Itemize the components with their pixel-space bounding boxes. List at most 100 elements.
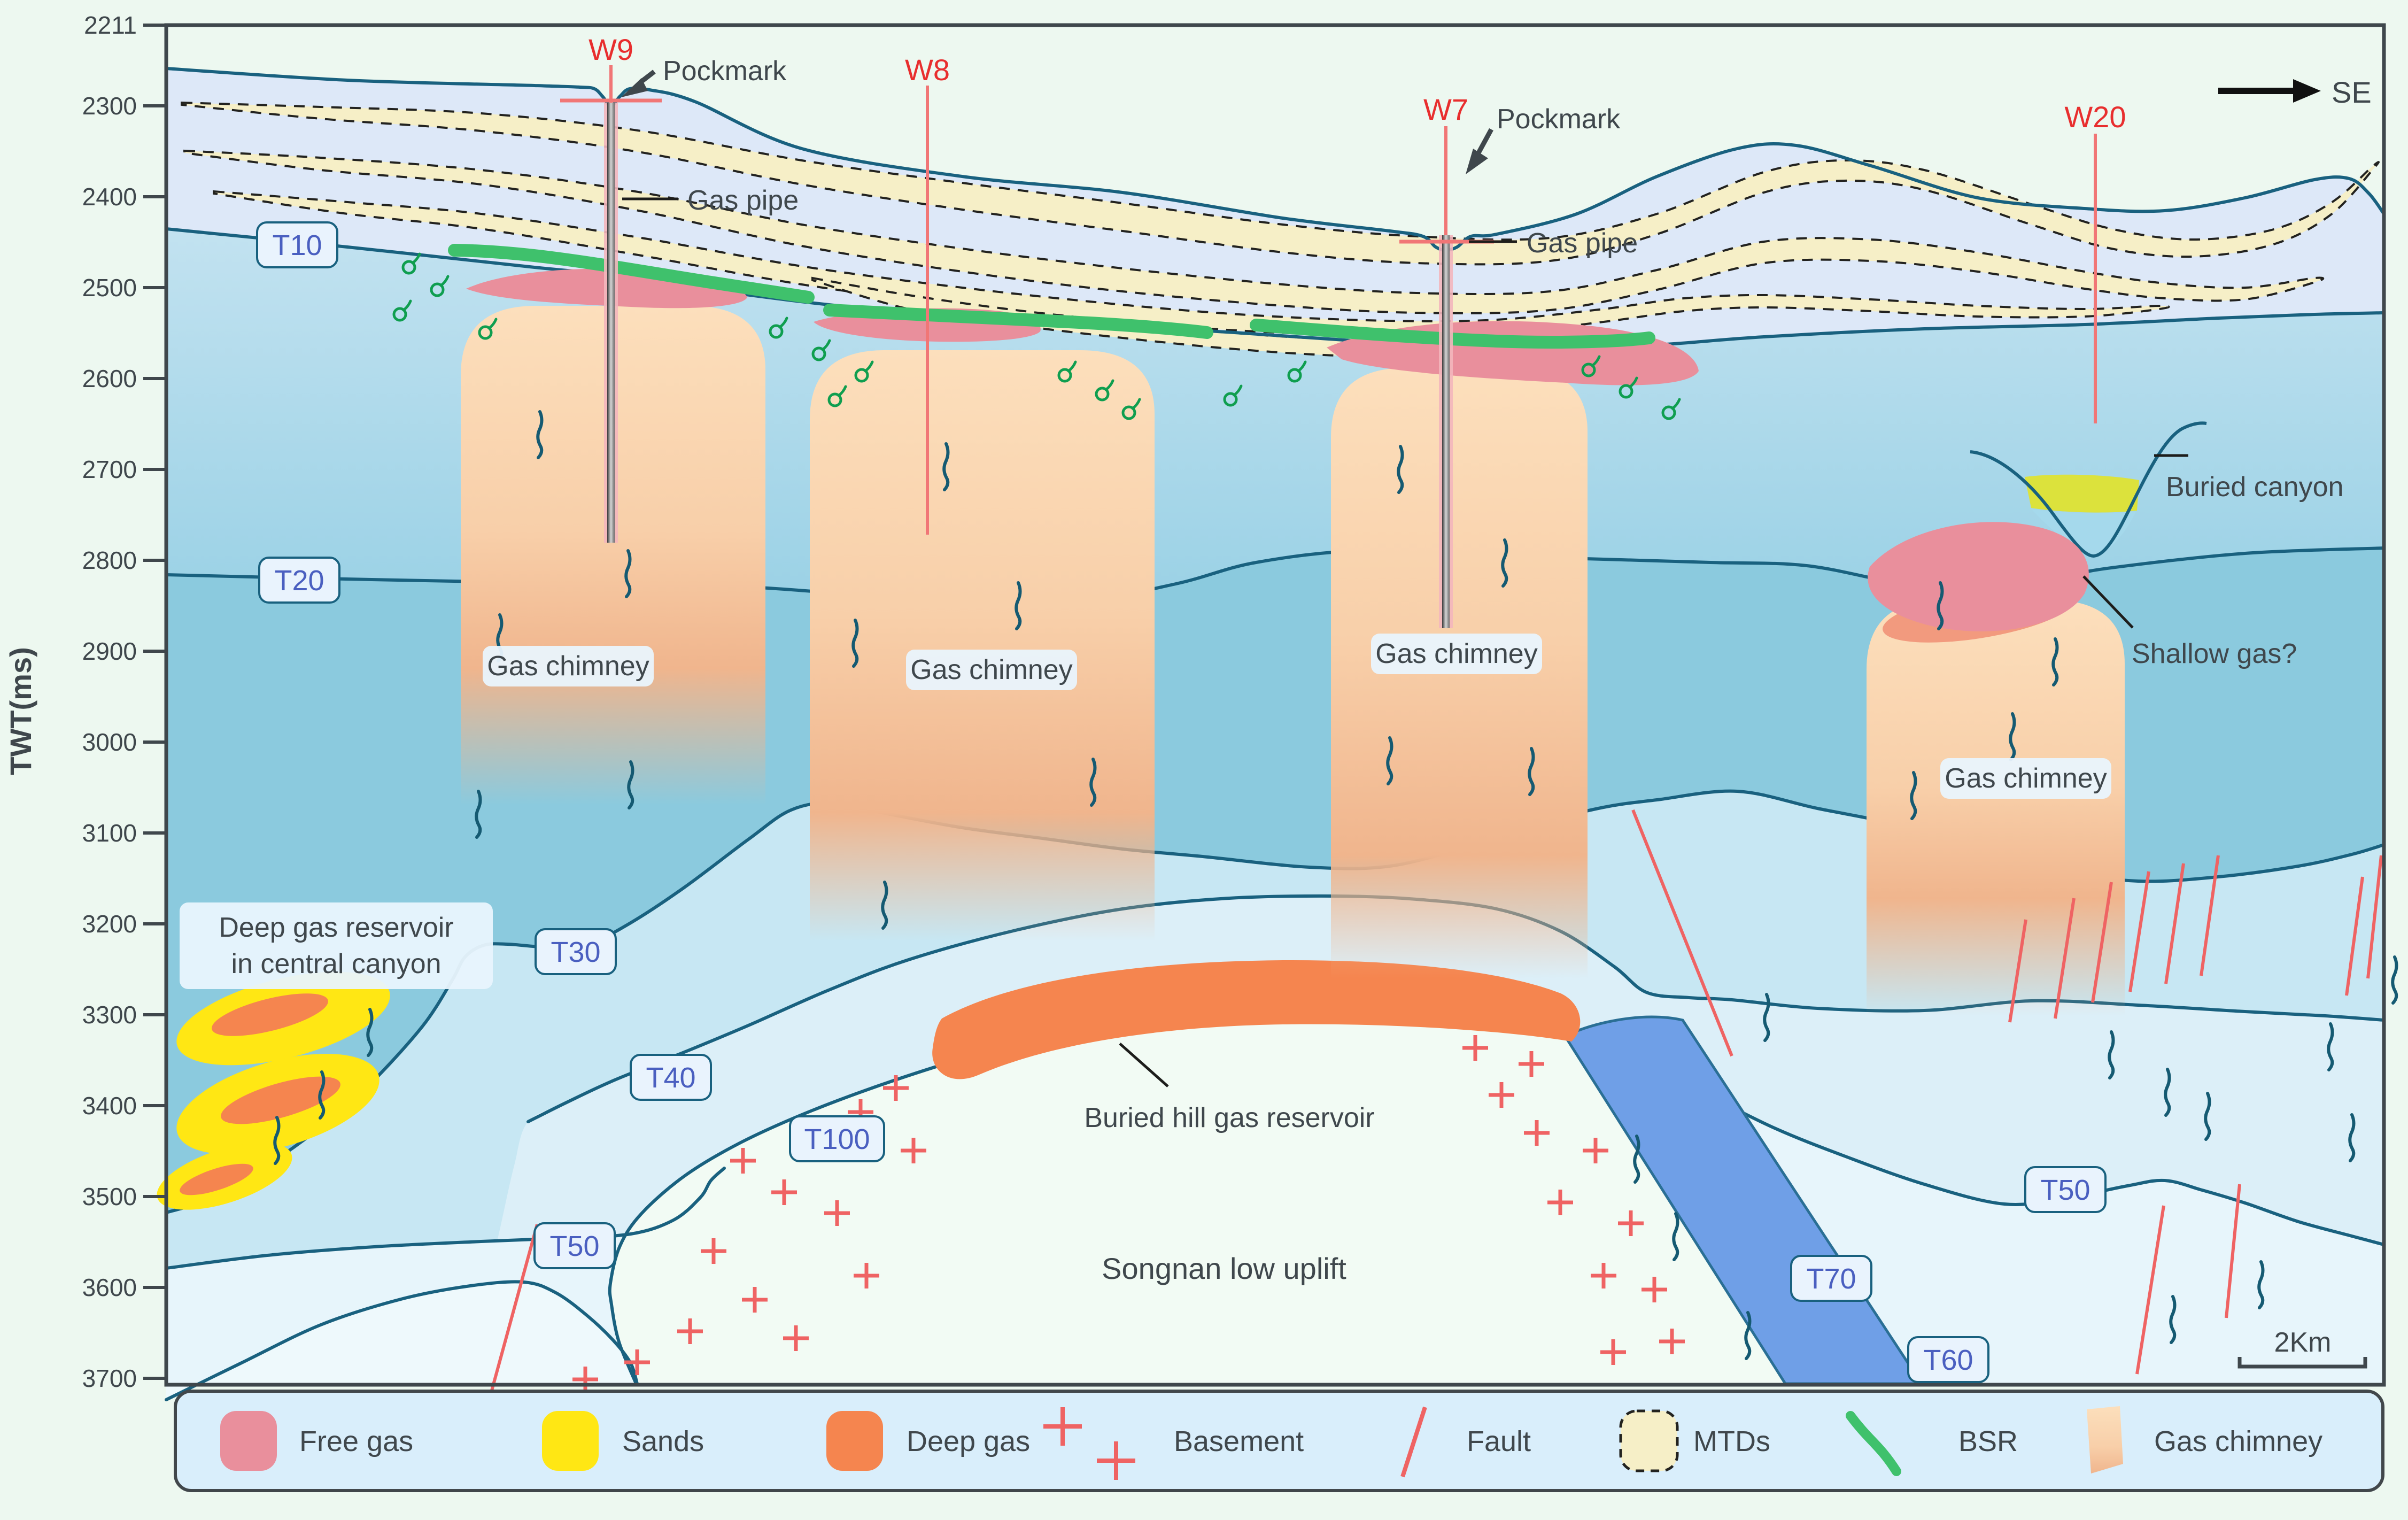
horizon-label-t60: T60: [1907, 1336, 1989, 1383]
y-tick-label: 3100: [82, 819, 137, 847]
mtd-band-1: [181, 101, 2380, 266]
fault-line: [1631, 809, 1733, 1057]
y-tick-label: 3600: [82, 1274, 137, 1301]
chaotic-reflector-squiggle: [2327, 1022, 2334, 1071]
fault-line: [2128, 871, 2150, 992]
direction-indicator: SE: [2218, 75, 2372, 109]
horizon-label-box: [1790, 1255, 1872, 1302]
horizon-label-box: [2024, 1166, 2107, 1213]
gas-bubble-symbol: [1095, 387, 1110, 402]
chaotic-reflector-squiggle: [536, 410, 544, 459]
direction-text: SE: [2332, 75, 2372, 109]
chaotic-reflector-squiggle: [2009, 712, 2016, 761]
label-line2: in central canyon: [231, 948, 441, 979]
gas-bubble-tail: [1297, 360, 1307, 373]
y-tick-label: 2300: [82, 92, 137, 120]
basement-plus-symbol: [824, 1200, 850, 1226]
scale-bar: 2Km: [2237, 1327, 2367, 1369]
chaotic-reflector-squiggle: [1910, 771, 1917, 820]
basement-plus-symbol: [1547, 1190, 1573, 1215]
mtd-band-3: [213, 190, 2170, 337]
chaotic-reflector-squiggle: [881, 881, 888, 930]
gas-bubble-symbol: [1287, 368, 1302, 383]
horizon-label-text: T20: [274, 565, 324, 597]
gas-bubble-tail: [821, 339, 831, 351]
shallow-gas-annotation: Shallow gas?: [2082, 575, 2297, 669]
well-pipe-w9-bore: [607, 103, 615, 543]
label-text: Gas chimney: [487, 651, 649, 682]
deep-left-horizon: [165, 1280, 639, 1401]
gas-bubble-symbol: [392, 307, 407, 322]
y-tick-label: 3400: [82, 1092, 137, 1120]
gas-bubble-tail: [1591, 355, 1601, 367]
basement-plus-symbol: [1642, 1277, 1667, 1302]
gas-bubble-tail: [1131, 398, 1141, 410]
gas-bubble-tail: [1067, 360, 1077, 373]
chaotic-reflector-squiggle: [2108, 1030, 2115, 1079]
mtd-band-2: [183, 149, 2325, 314]
gas-bubble-tail: [487, 318, 498, 330]
canyon-sand-fill: [2025, 474, 2139, 513]
shallow-gas-blob: [1868, 522, 2089, 631]
labels-layer: TWT(ms) 22112300240025002600270028002900…: [4, 11, 2384, 1492]
fault-line: [2054, 898, 2076, 1019]
y-tick-label: 2211: [84, 11, 137, 39]
gas-bubble-symbol: [430, 282, 445, 297]
horizon-label-text: T50: [549, 1230, 599, 1262]
deep-gas-lens-2: [221, 1076, 340, 1124]
chaotic-reflector-squiggle: [318, 1070, 326, 1120]
fault-line: [2345, 876, 2364, 996]
horizon-label-box: [630, 1054, 712, 1101]
gas-bubble-symbol: [1121, 405, 1136, 420]
free-gas-swatch: [220, 1411, 277, 1471]
chaotic-reflector-squiggle: [1744, 1311, 1752, 1360]
y-tick-label: 3000: [82, 728, 137, 756]
buried-hill-annotation: Buried hill gas reservoir: [1084, 1043, 1375, 1133]
horizon-label-text: T40: [646, 1062, 695, 1094]
horizon-label-t30: T30: [535, 928, 617, 975]
gas-pipe-text: Gas pipe: [1527, 228, 1638, 259]
gas-bubble-symbol: [827, 392, 842, 407]
songnan-uplift-body: [609, 1004, 1892, 1384]
chaotic-reflector-squiggle: [2169, 1295, 2177, 1344]
well-pipe-w7-bore: [1442, 235, 1450, 628]
chaotic-reflector-squiggle: [1633, 1135, 1640, 1184]
plot-border: [164, 23, 2386, 1387]
basement-plus-symbol: [677, 1318, 703, 1344]
deep-gas-lens-1: [212, 993, 328, 1036]
chaotic-reflector-squiggle: [2391, 955, 2398, 1005]
legend-label-bsr: BSR: [1958, 1425, 2018, 1457]
horizon-label-text: T70: [1806, 1263, 1856, 1295]
scale-bracket: [2237, 1357, 2367, 1369]
scale-text: 2Km: [2274, 1327, 2332, 1358]
arrow-line: [1476, 128, 1493, 155]
basement-plus-symbol: [1519, 1051, 1544, 1077]
deep-gas-reservoir-label: Deep gas reservoir in central canyon: [180, 902, 493, 989]
basement-plus-symbol: [1462, 1035, 1488, 1061]
leader-line: [2082, 575, 2134, 629]
legend-label-sands: Sands: [622, 1425, 704, 1457]
pockmark-text: Pockmark: [1497, 104, 1621, 135]
basement-plus-symbol: [730, 1148, 756, 1174]
leader-line: [1119, 1043, 1169, 1087]
bsr-segment-1: [448, 244, 815, 304]
fault-line: [2225, 1184, 2241, 1318]
gas-bubble-tail: [778, 317, 788, 329]
chaotic-reflector-squiggle: [2204, 1092, 2211, 1141]
gas-chimney-label-2: Gas chimney: [906, 650, 1077, 690]
pockmark-text: Pockmark: [663, 56, 787, 87]
legend-label-fault: Fault: [1467, 1425, 1531, 1457]
chaotic-reflector-squiggle: [1397, 445, 1404, 494]
chaotic-reflector-squiggle: [1386, 736, 1393, 785]
y-tick-label: 3700: [82, 1364, 137, 1392]
fault-line: [2366, 855, 2383, 979]
gas-bubble-symbol: [1661, 405, 1676, 420]
fault-line: [486, 1224, 539, 1407]
bsr-segment-3: [1250, 319, 1655, 349]
well-label-w7: W7: [1423, 92, 1468, 126]
legend-label-free-gas: Free gas: [299, 1425, 413, 1457]
horizon-label-box: [533, 1222, 616, 1269]
horizon-label-t50-left: T50: [533, 1222, 616, 1269]
fault-line: [2008, 919, 2027, 1023]
